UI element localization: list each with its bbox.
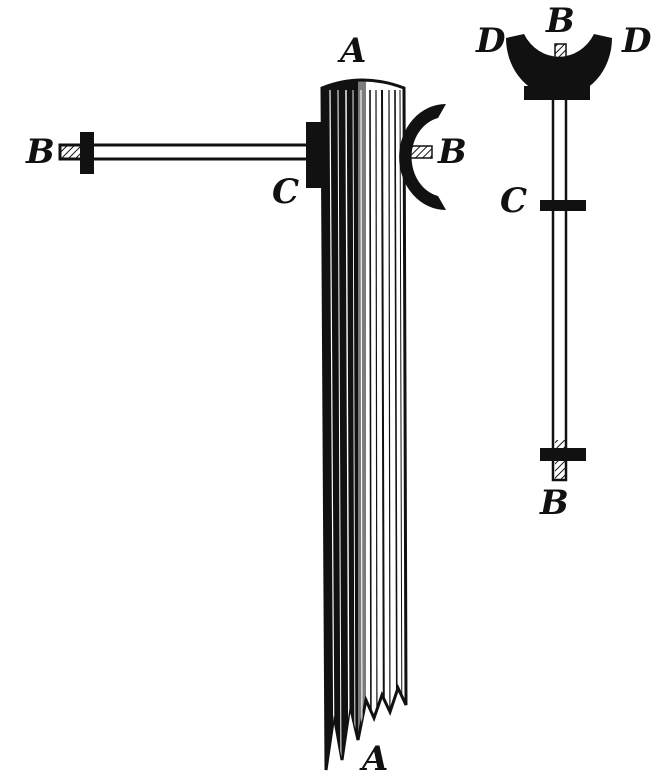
horizontal-arm: B C <box>25 122 324 212</box>
rod-collar <box>540 200 586 211</box>
collar-plate <box>306 122 324 188</box>
post-grain-shading <box>322 80 403 770</box>
fork-arc <box>506 34 612 98</box>
rod-lower-shaft <box>551 96 568 482</box>
label-hook: B <box>437 132 467 172</box>
label-post-bottom: A <box>359 739 388 779</box>
label-rod-collar: C <box>500 181 527 221</box>
fork-bar <box>524 86 590 100</box>
hook-pin <box>403 145 433 159</box>
rod-bottom-stop <box>540 448 586 461</box>
label-post-top: A <box>337 31 366 71</box>
rod-assembly: B D D C B <box>475 1 652 523</box>
post: A A <box>320 31 408 779</box>
right-hook: B <box>399 104 467 210</box>
arm-end-stop <box>80 132 94 174</box>
label-fork-right: D <box>621 21 652 61</box>
label-rod-bottom: B <box>539 483 569 523</box>
arm-rod <box>58 143 312 161</box>
arm-end-hatching <box>60 146 82 158</box>
label-rod-top: B <box>545 1 575 41</box>
label-fork-left: D <box>475 21 506 61</box>
label-collar: C <box>272 172 299 212</box>
hook-arc <box>399 104 446 210</box>
label-arm-left: B <box>25 132 55 172</box>
